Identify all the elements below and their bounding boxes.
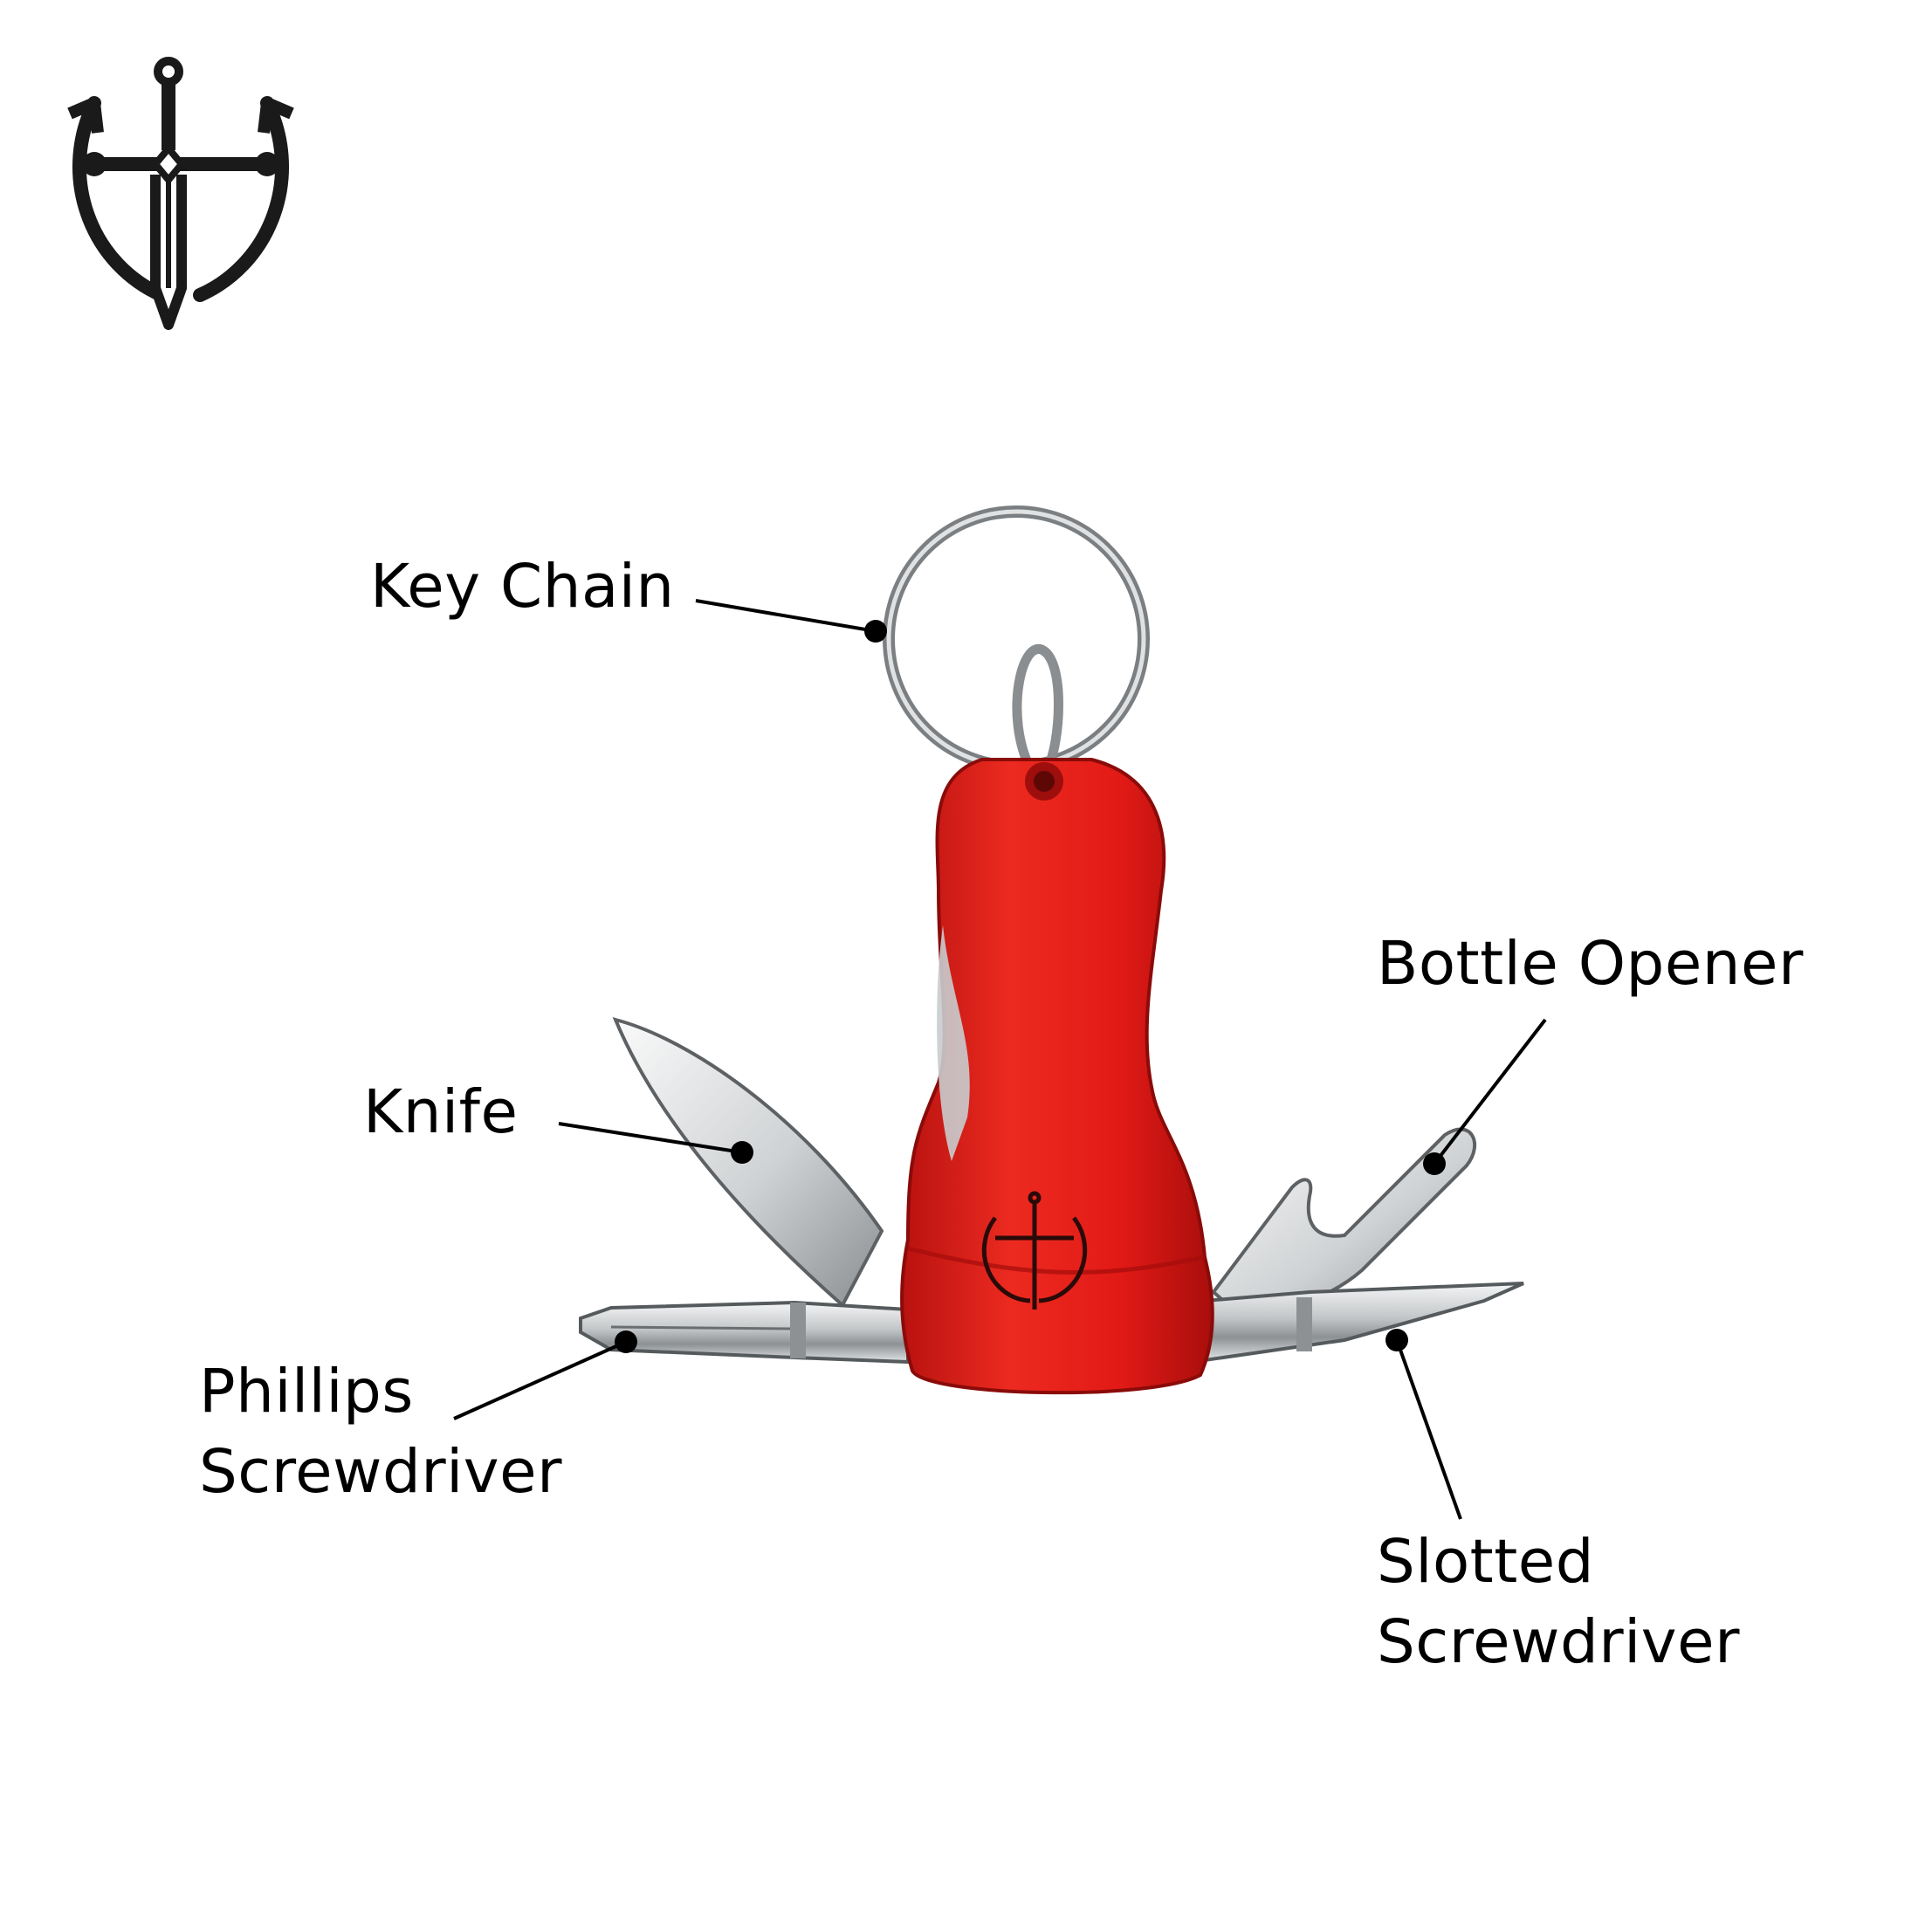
slotted-leader [1395,1339,1462,1520]
phillips-screwdriver-tool [579,1300,910,1365]
callout-slotted-screwdriver: Slotted Screwdriver [1377,1527,1740,1677]
engraved-logo-icon [981,1191,1088,1310]
slotted-screwdriver-tool [1203,1282,1524,1363]
bottle-opener-leader [1433,1018,1547,1165]
leader-lines [453,599,1547,1520]
callout-bottle-opener: Bottle Opener [1377,929,1804,999]
key-chain-leader [695,599,877,633]
callout-phillips-screwdriver: Phillips Screwdriver [199,1357,562,1507]
sword-shield-logo [67,57,294,330]
knife-blade [612,1017,884,1309]
multitool-body [900,758,1214,1395]
callout-key-chain: Key Chain [370,552,675,622]
knife-leader [558,1122,743,1154]
key-ring [883,505,1150,773]
phillips-leader [453,1340,627,1420]
callout-knife: Knife [363,1077,519,1147]
